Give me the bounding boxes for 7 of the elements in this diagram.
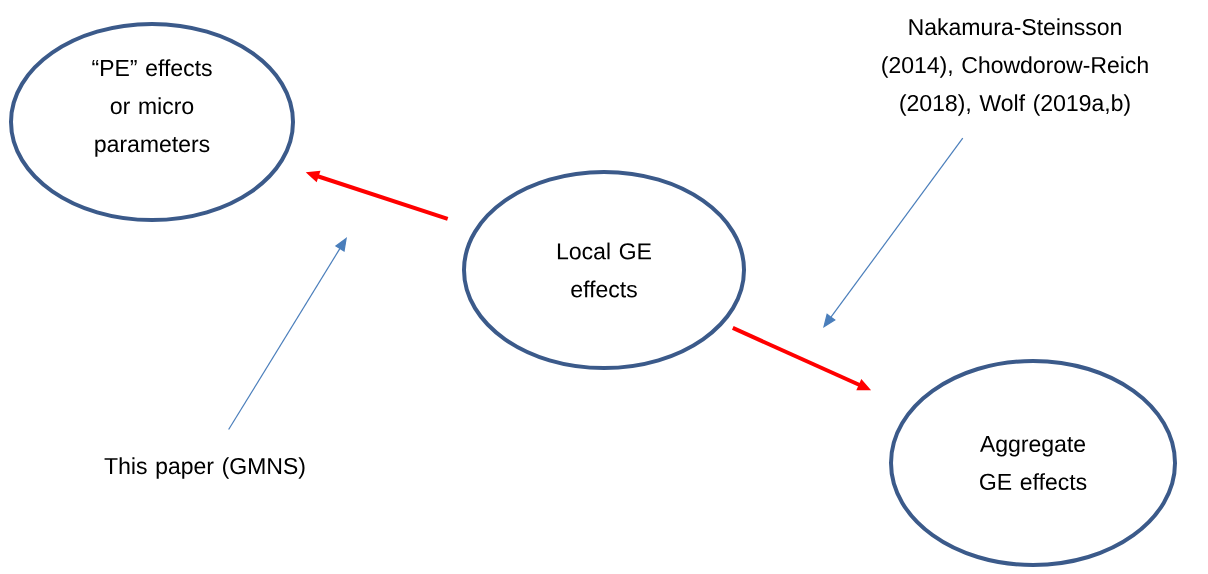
ellipse-node: “PE” effects or micro parameters <box>9 22 295 222</box>
text-label: This paper (GMNS) <box>104 457 305 479</box>
text-label: Nakamura-Steinsson (2014), Chowdorow-Reich (2018), Wolf (2019a,b) <box>882 18 1148 116</box>
arrow <box>228 237 347 431</box>
arrow <box>823 137 964 328</box>
ellipse-node: Local GE effects <box>462 170 746 370</box>
ellipse-node: Aggregate GE effects <box>889 359 1177 567</box>
